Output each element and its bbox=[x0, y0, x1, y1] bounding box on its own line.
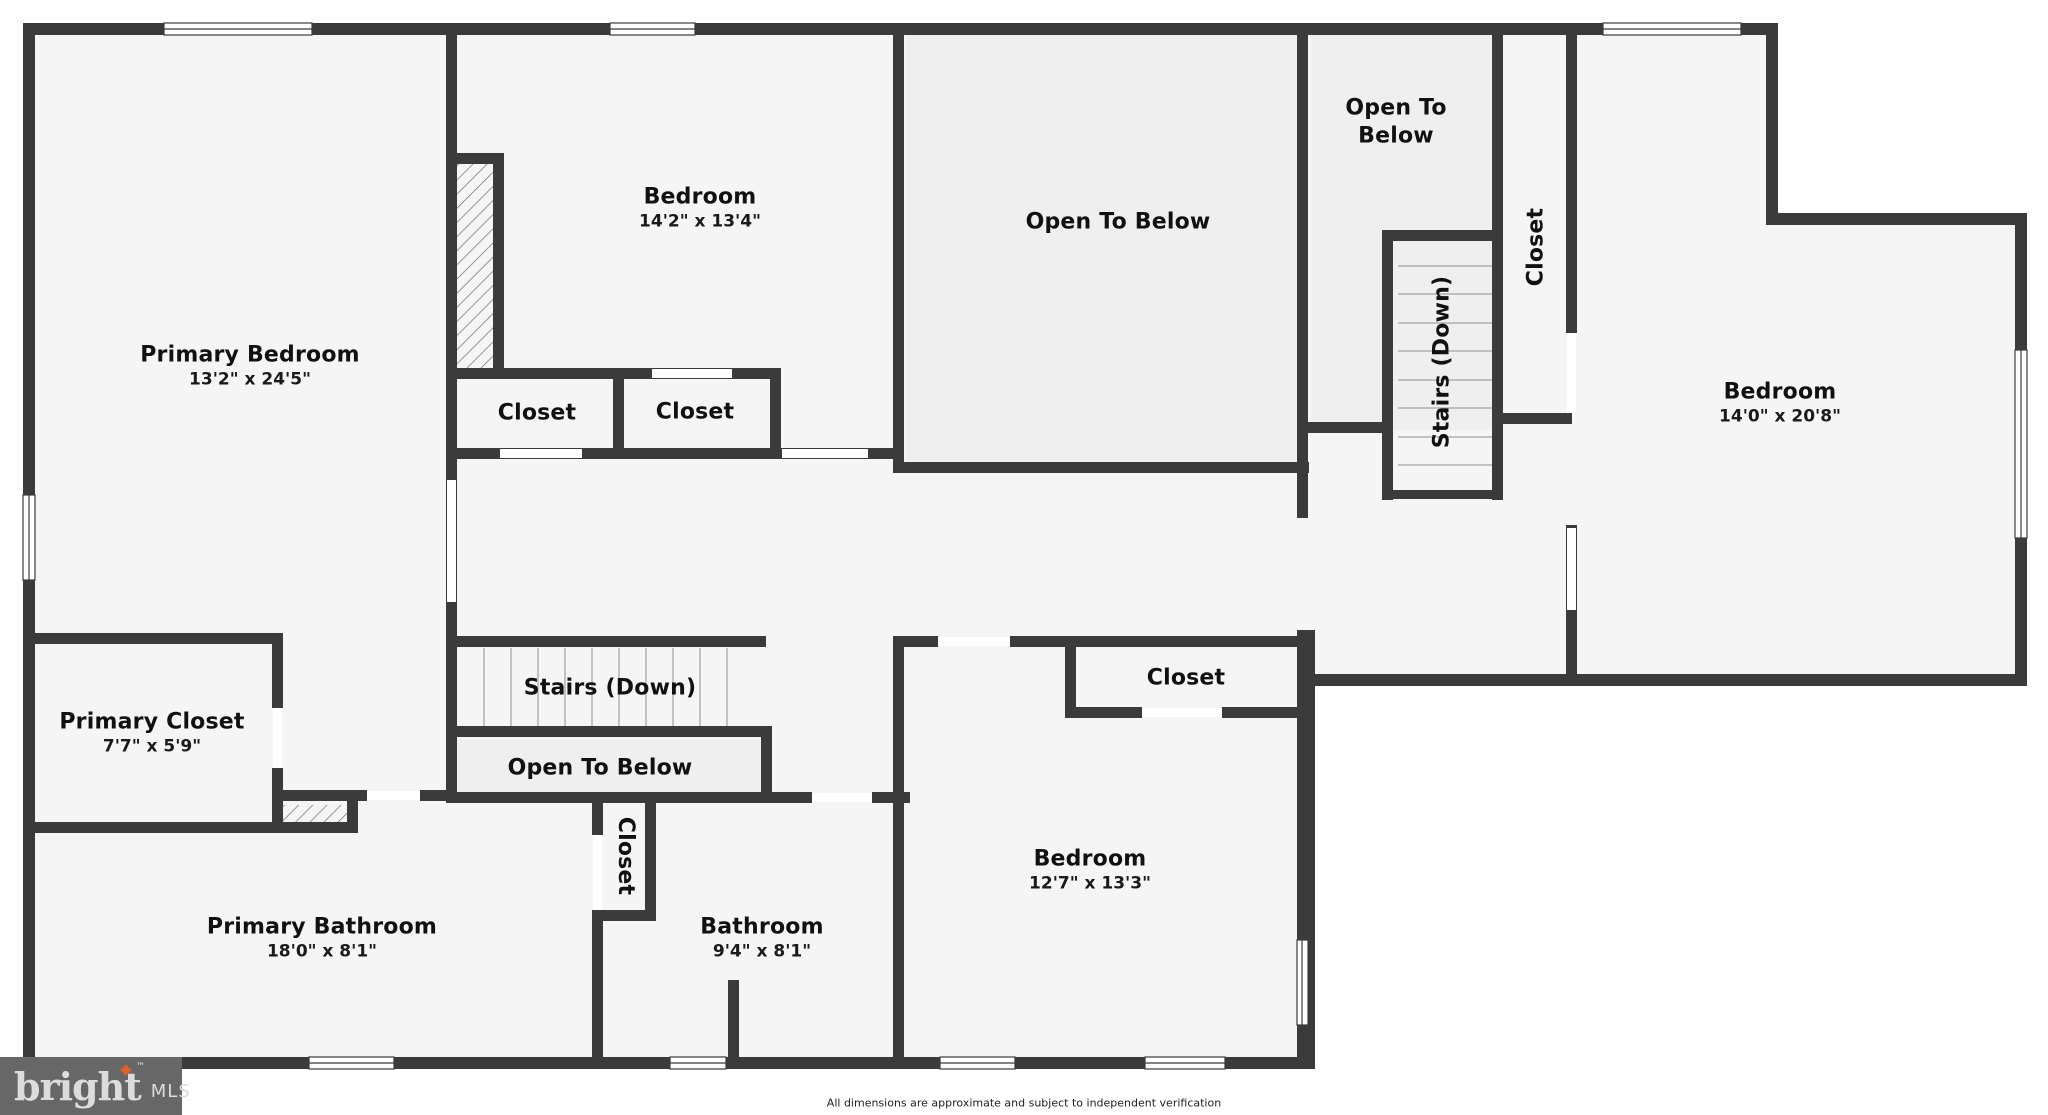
room-open-to-below-small: Open To Below bbox=[1336, 95, 1456, 150]
room-name: Bathroom bbox=[700, 914, 824, 940]
hatched-shaft-top bbox=[456, 162, 496, 368]
room-primary-bedroom: Primary Bedroom 13'2" x 24'5" bbox=[140, 342, 360, 391]
room-open-to-below-bottom: Open To Below bbox=[508, 754, 693, 782]
room-name: Closet bbox=[1146, 665, 1226, 691]
bright-mls-logo: bright ™ MLS bbox=[0, 1057, 190, 1115]
room-dimensions: 7'7" x 5'9" bbox=[102, 736, 202, 757]
room-name: Bedroom bbox=[1723, 379, 1837, 405]
open-to-below-areas bbox=[453, 34, 1497, 795]
room-name: Closet bbox=[612, 816, 638, 896]
door-openings bbox=[273, 333, 1576, 910]
windows bbox=[22, 22, 2028, 1070]
room-name: Bedroom bbox=[643, 184, 757, 210]
room-dimensions: 14'0" x 20'8" bbox=[1719, 406, 1841, 427]
room-closet-middle: Closet bbox=[656, 398, 735, 426]
room-name: Open To Below bbox=[1345, 95, 1447, 149]
walls bbox=[23, 23, 2027, 1069]
room-closet-bath: Closet bbox=[611, 817, 639, 896]
room-bathroom: Bathroom 9'4" x 8'1" bbox=[700, 914, 823, 963]
room-bedroom-right: Bedroom 14'0" x 20'8" bbox=[1719, 379, 1841, 428]
room-name: Open To Below bbox=[1025, 209, 1211, 235]
room-dimensions: 12'7" x 13'3" bbox=[1029, 873, 1151, 894]
room-name: Primary Closet bbox=[59, 709, 245, 735]
logo-brand: bright ™ bbox=[14, 1061, 145, 1109]
room-bedroom-bottom: Bedroom 12'7" x 13'3" bbox=[1029, 846, 1151, 895]
room-open-to-below-top: Open To Below bbox=[1026, 208, 1211, 236]
room-name: Open To Below bbox=[507, 755, 693, 781]
room-dimensions: 9'4" x 8'1" bbox=[712, 941, 812, 962]
room-bedroom-top: Bedroom 14'2" x 13'4" bbox=[639, 184, 761, 233]
room-dimensions: 14'2" x 13'4" bbox=[639, 211, 761, 232]
stairs-horizontal-treads bbox=[483, 648, 728, 726]
room-name: Closet bbox=[497, 400, 577, 426]
room-primary-closet: Primary Closet 7'7" x 5'9" bbox=[59, 709, 244, 758]
room-name: Primary Bathroom bbox=[206, 914, 438, 940]
room-dimensions: 18'0" x 8'1" bbox=[266, 941, 378, 962]
room-name: Closet bbox=[655, 399, 735, 425]
hatched-shaft-bottom bbox=[282, 805, 350, 825]
room-name: Primary Bedroom bbox=[140, 342, 360, 368]
room-name: Stairs (Down) bbox=[523, 675, 697, 701]
dimensions-disclaimer: All dimensions are approximate and subje… bbox=[826, 1096, 1222, 1110]
room-closet-bedroom-bottom: Closet bbox=[1147, 664, 1226, 692]
room-name: Closet bbox=[1523, 207, 1549, 287]
room-primary-bathroom: Primary Bathroom 18'0" x 8'1" bbox=[207, 914, 437, 963]
room-closet-left: Closet bbox=[498, 399, 577, 427]
room-stairs-down-vertical: Stairs (Down) bbox=[1428, 276, 1456, 448]
logo-trademark: ™ bbox=[136, 1061, 145, 1072]
logo-suffix: MLS bbox=[150, 1080, 191, 1102]
room-closet-vertical: Closet bbox=[1522, 208, 1550, 287]
room-stairs-down-horizontal: Stairs (Down) bbox=[524, 674, 696, 702]
room-name: Bedroom bbox=[1033, 846, 1147, 872]
room-dimensions: 13'2" x 24'5" bbox=[189, 369, 311, 390]
room-name: Stairs (Down) bbox=[1429, 275, 1455, 449]
